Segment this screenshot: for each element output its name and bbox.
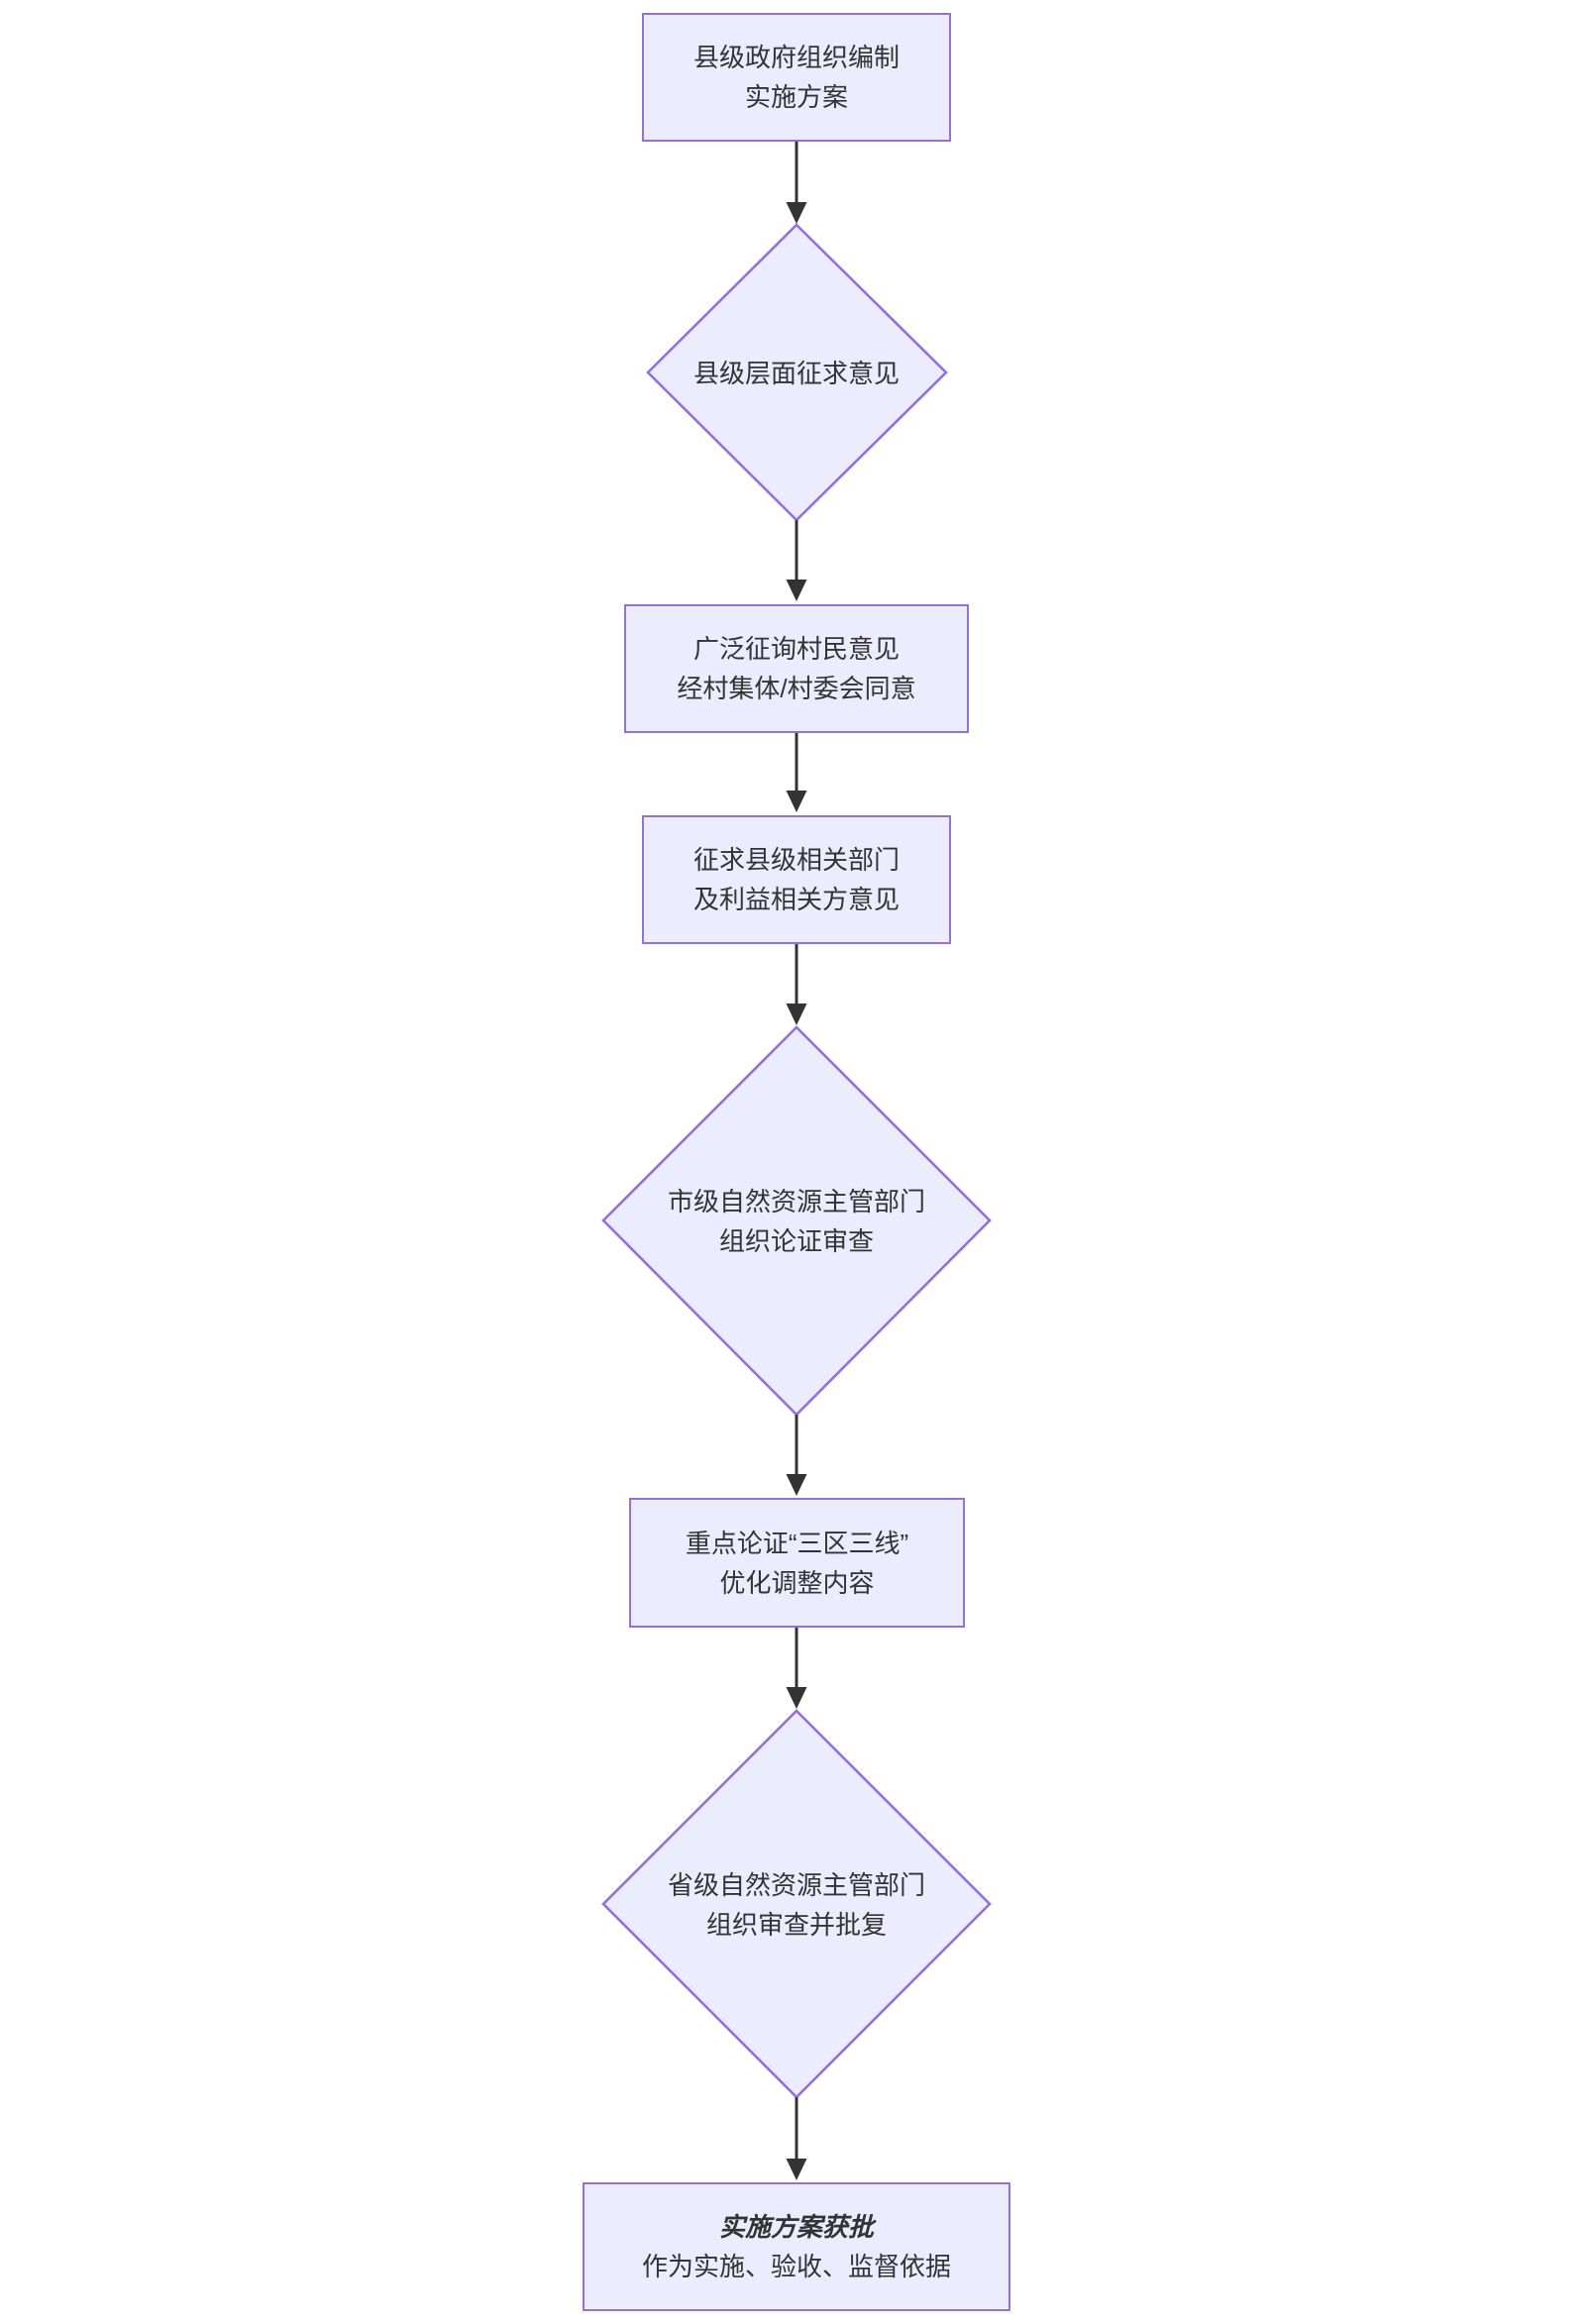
arrow-d-to-e — [786, 944, 807, 1025]
node-text-line: 组织审查并批复 — [705, 1910, 888, 1940]
arrow-head-icon — [786, 1687, 807, 1709]
decision-label-city-review: 市级自然资源主管部门 组织论证审查 — [668, 1182, 925, 1261]
arrow-head-icon — [786, 202, 807, 224]
arrow-head-icon — [786, 1004, 807, 1025]
decision-label-province-approval: 省级自然资源主管部门 组织审查并批复 — [668, 1865, 925, 1945]
node-text-line: 广泛征询村民意见 — [692, 634, 900, 664]
arrow-head-icon — [786, 791, 807, 812]
node-text-line: 实施方案 — [744, 82, 848, 112]
node-text-line: 县级政府组织编制 — [692, 43, 900, 72]
arrow-e-to-f — [786, 1415, 807, 1496]
arrow-head-icon — [786, 1474, 807, 1496]
arrow-c-to-d — [786, 733, 807, 812]
decision-label-county-consult: 县级层面征求意见 — [693, 354, 900, 393]
arrow-a-to-b — [786, 142, 807, 224]
process-box-plan-approved: 实施方案获批 作为实施、验收、监督依据 — [583, 2182, 1010, 2311]
arrow-head-icon — [786, 580, 807, 601]
node-text-line: 作为实施、验收、监督依据 — [641, 2252, 951, 2281]
process-box-three-zones-lines: 重点论证“三区三线” 优化调整内容 — [629, 1498, 965, 1628]
node-text-line-emphasis: 实施方案获批 — [718, 2212, 874, 2242]
node-text-line: 重点论证“三区三线” — [685, 1528, 909, 1558]
arrow-g-to-h — [786, 2097, 807, 2180]
process-box-villager-consent: 广泛征询村民意见 经村集体/村委会同意 — [624, 604, 969, 733]
arrow-b-to-c — [786, 520, 807, 601]
node-text-line: 省级自然资源主管部门 — [667, 1870, 926, 1900]
node-text-line: 优化调整内容 — [719, 1567, 875, 1598]
node-text-line: 及利益相关方意见 — [692, 885, 900, 914]
arrow-head-icon — [786, 2159, 807, 2180]
node-text-line: 组织论证审查 — [718, 1226, 875, 1256]
node-text-line: 征求县级相关部门 — [692, 845, 900, 875]
process-box-county-gov-plan: 县级政府组织编制 实施方案 — [642, 13, 951, 142]
arrow-f-to-g — [786, 1628, 807, 1709]
node-text-line: 市级自然资源主管部门 — [667, 1187, 926, 1216]
node-text-line: 经村集体/村委会同意 — [677, 674, 916, 703]
process-box-county-departments: 征求县级相关部门 及利益相关方意见 — [642, 815, 951, 944]
node-text-line: 县级层面征求意见 — [692, 359, 901, 388]
